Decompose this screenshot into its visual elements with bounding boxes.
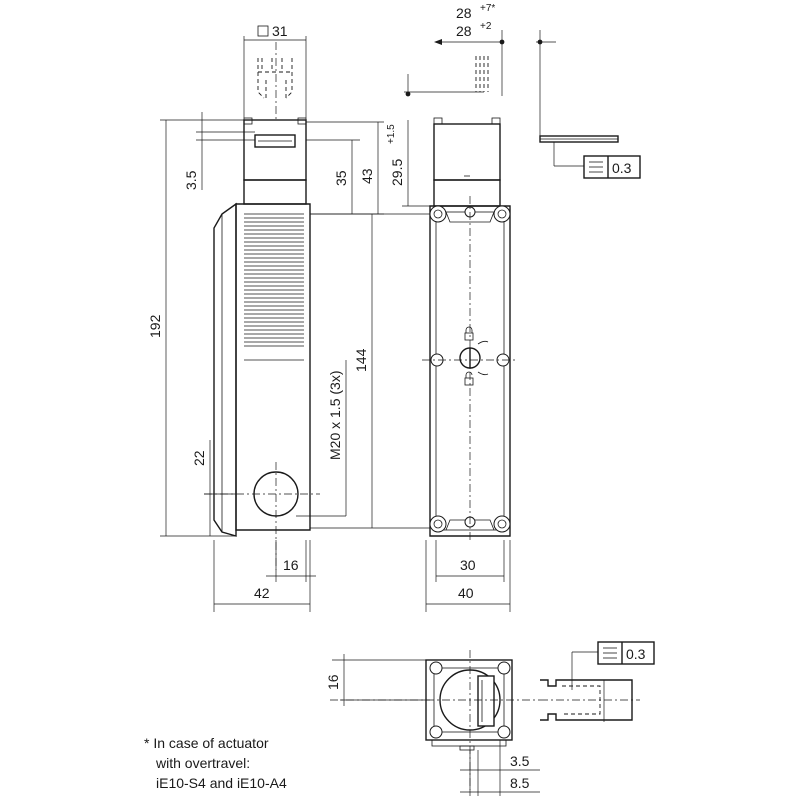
- actuator-detail: [404, 30, 619, 167]
- top-view: [330, 650, 640, 790]
- dim-144: 144: [353, 348, 369, 372]
- flatness-tolerance-bottom: 0.3: [597, 641, 655, 665]
- dimension-lines: [160, 36, 540, 796]
- footnote-line-3: iE10-S4 and iE10-A4: [156, 775, 287, 791]
- square-symbol-icon: [257, 25, 269, 37]
- switch-body-front: [429, 205, 511, 537]
- dim-actuator-28-a: 28: [456, 5, 472, 21]
- dimension-labels: 31 28 +7* 28 +2 3.5 35 43 29.5 +1.5 192 …: [147, 3, 530, 791]
- side-view: [204, 42, 320, 570]
- switch-neck-side: [243, 179, 307, 205]
- flatness-icon: [603, 647, 617, 659]
- flatness-tolerance-top: 0.3: [583, 155, 641, 179]
- footnote: * In case of actuator with overtravel: i…: [144, 735, 287, 791]
- dim-35: 35: [333, 170, 349, 186]
- dim-29-5-tol: +1.5: [386, 124, 397, 144]
- dim-actuator-28-b: 28: [456, 23, 472, 39]
- flatness-icon: [589, 161, 603, 173]
- dim-16-top-view: 16: [325, 674, 341, 690]
- switch-body-side: [235, 203, 311, 531]
- switch-neck-front: [433, 179, 501, 207]
- dim-192: 192: [147, 314, 163, 338]
- dim-29-5: 29.5: [389, 159, 405, 186]
- dim-actuator-28-b-tol: +2: [480, 21, 492, 32]
- dim-42: 42: [254, 585, 270, 601]
- flatness-value-top: 0.3: [612, 160, 632, 176]
- cooling-grooves: [244, 213, 304, 361]
- switch-head-side: [243, 119, 307, 181]
- head-slot-side: [254, 134, 296, 148]
- mounting-screws: [429, 205, 511, 533]
- dim-actuator-28-a-tol: +7*: [480, 3, 495, 14]
- dim-40: 40: [458, 585, 474, 601]
- flatness-value-bottom: 0.3: [626, 646, 646, 662]
- dim-30: 30: [460, 557, 476, 573]
- actuator-hidden-outline: [257, 58, 293, 99]
- switch-cover-side: [213, 202, 237, 537]
- switch-head-front: [433, 123, 501, 181]
- dim-22: 22: [191, 450, 207, 466]
- dim-8-5: 8.5: [510, 775, 530, 791]
- dim-3-5-side: 3.5: [183, 170, 199, 190]
- footnote-line-2: with overtravel:: [155, 755, 250, 771]
- dim-43: 43: [359, 168, 375, 184]
- lock-unlock-icon: [459, 326, 489, 386]
- dim-16-bottom: 16: [283, 557, 299, 573]
- dim-thread: M20 x 1.5 (3x): [327, 371, 343, 460]
- dim-square-31: 31: [272, 23, 288, 39]
- dim-3-5-bottom: 3.5: [510, 753, 530, 769]
- footnote-line-1: * In case of actuator: [144, 735, 269, 751]
- front-view: [422, 117, 518, 540]
